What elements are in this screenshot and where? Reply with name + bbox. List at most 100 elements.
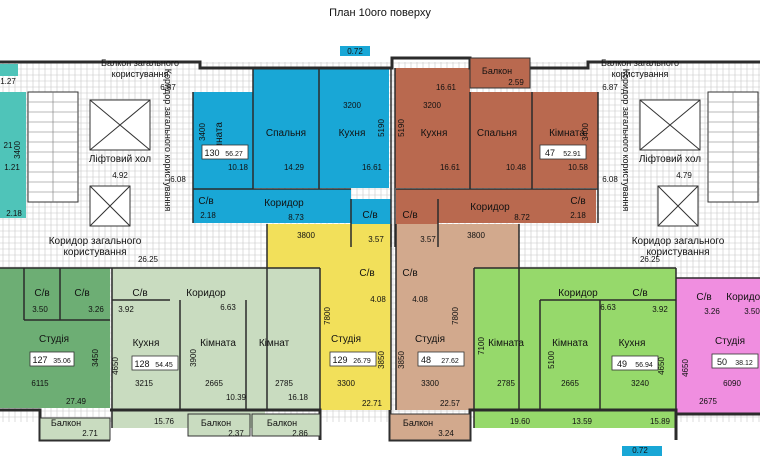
- apt47-room-area: 10.58: [568, 163, 589, 172]
- corridor-common-left-area: 6.08: [170, 175, 186, 184]
- corridor-common-left-vertical: Коридор загального користування: [163, 69, 173, 212]
- balconies: [39, 57, 531, 441]
- apt49-room1-area: 19.60: [510, 417, 531, 426]
- apt127-dim-6115: 6115: [31, 379, 49, 388]
- left-balcony-partial: [0, 64, 18, 76]
- balcony-common-left-area: 6.87: [160, 83, 176, 92]
- apt49-dim-5100: 5100: [547, 351, 556, 369]
- apt129-area: 26.79: [353, 358, 371, 365]
- apt127-balcony-area: 2.71: [82, 429, 98, 438]
- apt127-balcony-label: Балкон: [51, 418, 81, 428]
- apt128-bath-label: С/в: [132, 288, 147, 299]
- apt128-kitchen-area: 15.76: [154, 417, 175, 426]
- apt47-balcony-area: 2.59: [508, 78, 524, 87]
- apt49-corridor-area: 6.63: [600, 303, 616, 312]
- apt48-balcony-area: 3.24: [438, 429, 454, 438]
- apt128-dim-4650: 4650: [111, 357, 120, 375]
- apt47-dim-3400: 3400: [581, 123, 590, 141]
- page-title: План 10ого поверху: [329, 7, 431, 19]
- apt128-balcony1-area: 2.37: [228, 429, 244, 438]
- apt130-dim-3400: 3400: [198, 123, 207, 141]
- corridor-common-left-area2: 26.25: [138, 255, 159, 264]
- apt49: [474, 268, 676, 428]
- apt50-tag: [711, 353, 759, 369]
- apt128-bath-area: 3.92: [118, 305, 134, 314]
- apt48-dim-3800: 3800: [467, 231, 485, 240]
- apt48-bath-area: 4.08: [412, 295, 428, 304]
- apt128-dim-3215: 3215: [135, 379, 153, 388]
- apt129-dim-3800: 3800: [297, 231, 315, 240]
- apt50-area: 38.12: [735, 360, 753, 367]
- apt48-tag: [417, 351, 465, 367]
- left-edge-dim: 3400: [13, 141, 22, 159]
- balcony-common-right-1: Балкон загального: [601, 58, 679, 68]
- apt127-area: 35.06: [53, 358, 71, 365]
- apt47-bedroom-area: 10.48: [506, 163, 527, 172]
- apt130-kitchen: [319, 68, 389, 188]
- apt130-bedroom: [253, 68, 319, 188]
- apt127-wc2-label: С/в: [74, 288, 89, 299]
- apt47-wc-label: С/в: [402, 210, 417, 221]
- partitions: [0, 68, 760, 428]
- apt127-tag: [29, 351, 75, 367]
- apt49-room2-label: Кімната: [552, 338, 588, 349]
- apt47-kitchen-label: Кухня: [421, 128, 448, 139]
- apt47-bedroom: [470, 92, 532, 188]
- apt128-room2-label: Кімнат: [259, 338, 290, 349]
- apt48-dim-3300: 3300: [421, 379, 439, 388]
- apt127-studio-label: Студія: [39, 334, 69, 345]
- apt127-wc1-area: 3.50: [32, 305, 48, 314]
- balcony-common-right-2: користування: [612, 69, 669, 79]
- balcony-48: [389, 413, 471, 441]
- apt130-bedroom-area: 14.29: [284, 163, 305, 172]
- apt127-dim-3450: 3450: [91, 349, 100, 367]
- apt49-kitchen-area: 15.89: [650, 417, 671, 426]
- corridor-common-right-2: користування: [646, 247, 709, 258]
- apt49-bath-area: 3.92: [652, 305, 668, 314]
- corridor-common-right-area2: 26.25: [640, 255, 661, 264]
- balcony-47: [469, 57, 531, 89]
- apt47-room: [532, 92, 598, 188]
- apt127-wc2-area: 3.26: [88, 305, 104, 314]
- apt129-dim-3850: 3850: [377, 351, 386, 369]
- apt128-corridor-area: 6.63: [220, 303, 236, 312]
- apt48-dim-7800: 7800: [451, 307, 460, 325]
- apt130-bath-label: С/в: [198, 196, 213, 207]
- apt50-dim-6090: 6090: [723, 379, 741, 388]
- apt49-dim-2665: 2665: [561, 379, 579, 388]
- apt129-number: 129: [332, 355, 347, 365]
- corridor-common-right-vertical: Коридор загального користування: [621, 69, 631, 212]
- apt129-bath-label: С/в: [359, 268, 374, 279]
- apt128-room1-label: Кімната: [200, 338, 236, 349]
- left-edge-area-d: 1.21: [4, 163, 20, 172]
- apt47-dim-3200: 3200: [423, 101, 441, 110]
- corridor-common-left-1: Коридор загального: [49, 236, 142, 247]
- apt48-bath-label: С/в: [402, 268, 417, 279]
- apt130-corridor: [193, 189, 351, 223]
- apt47-corridor-area: 8.72: [514, 213, 530, 222]
- apt47-wc-area: 3.57: [420, 235, 436, 244]
- balcony-127: [39, 417, 111, 441]
- left-edge-area-e: 2.18: [6, 209, 22, 218]
- apt50-studio-label: Студія: [715, 336, 745, 347]
- apt47-kitchen-area: 16.61: [440, 163, 461, 172]
- apt49-corridor-label: Коридор: [558, 288, 598, 299]
- apt128-kitchen-label: Кухня: [133, 338, 160, 349]
- apt130-dim-5190: 5190: [377, 119, 386, 137]
- apt130-bath-area: 2.18: [200, 211, 216, 220]
- apt129-dim-3300: 3300: [337, 379, 355, 388]
- apartment-fills: [0, 46, 760, 456]
- balcony-common-left-1: Балкон загального: [101, 58, 179, 68]
- apt48-studio-area: 22.57: [440, 399, 461, 408]
- apt49-dim-2785: 2785: [497, 379, 515, 388]
- apt50-dim-4650: 4650: [681, 359, 690, 377]
- apt128-area: 54.45: [155, 362, 173, 369]
- apt130-wc-label: С/в: [362, 210, 377, 221]
- apt49-room2-area: 13.59: [572, 417, 593, 426]
- apt130-wc-area: 3.57: [368, 235, 384, 244]
- apt50: [676, 278, 760, 414]
- apt49-bath-label: С/в: [632, 288, 647, 299]
- apt48-number: 48: [421, 355, 431, 365]
- apt128-corridor-label: Коридор: [186, 288, 226, 299]
- apt130-room: [193, 92, 253, 189]
